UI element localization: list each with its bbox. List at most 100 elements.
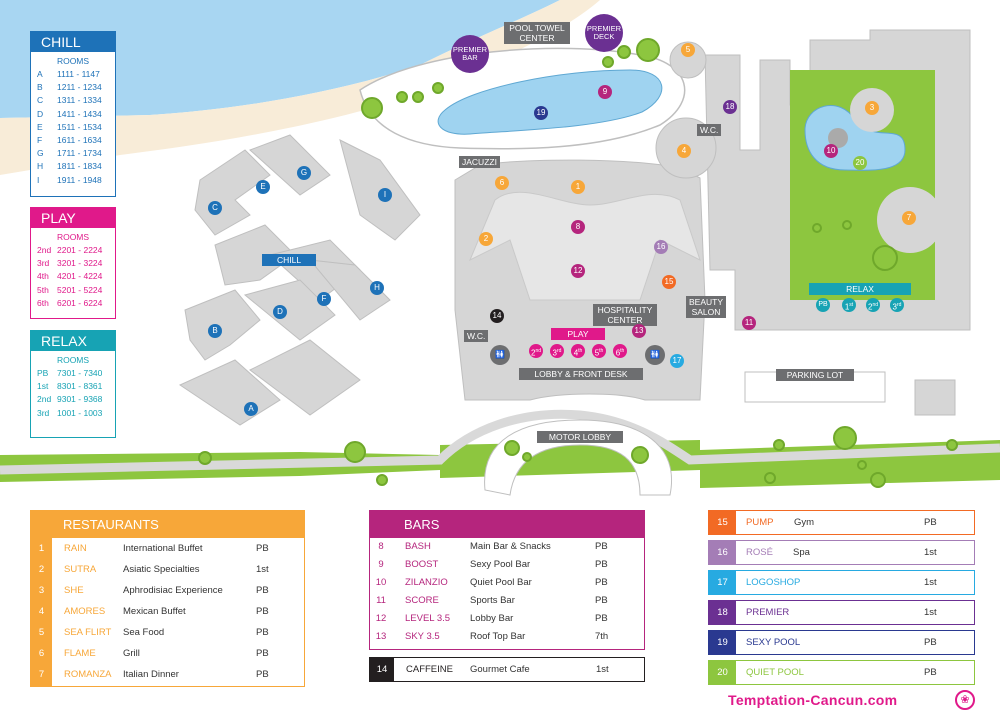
wc-lobby-label: W.C. [464, 330, 489, 342]
bars-title: BARS [370, 511, 644, 538]
restroom-icon: 🚻 [490, 345, 510, 365]
cafe-name: CAFFEINE [406, 664, 453, 675]
bar-9-marker: 9 [598, 85, 612, 99]
amenity-19-marker: 19 [534, 106, 548, 120]
amenity-15-marker: 15 [662, 275, 676, 289]
amenity-row-rose: 16 ROSÉ Spa 1st [708, 540, 975, 565]
cafe-desc: Gourmet Cafe [470, 664, 530, 675]
website-link[interactable]: Temptation-Cancun.com [728, 692, 898, 708]
chill-building-g-marker: G [297, 166, 311, 180]
restaurants-title: RESTAURANTS [31, 511, 304, 538]
amenity-20-marker: 20 [853, 156, 867, 170]
restaurant-2-marker: 2 [479, 232, 493, 246]
cafe-number: 14 [370, 658, 394, 681]
restaurant-1-marker: 1 [571, 180, 585, 194]
parking-lot-label: PARKING LOT [776, 369, 854, 381]
motor-lobby-drive [484, 419, 672, 496]
relax-floor-1-marker: 1st [842, 298, 856, 312]
restroom-icon: 🚻 [645, 345, 665, 365]
cafe-14-marker: 14 [490, 309, 504, 323]
flamingo-logo-icon: ❀ [955, 690, 975, 710]
wc-east-label: W.C. [697, 124, 722, 136]
relax-legend-title: RELAX [31, 331, 115, 351]
cafe-level: 1st [596, 664, 609, 675]
restaurant-6-marker: 6 [495, 176, 509, 190]
play-legend-subtitle: ROOMS [56, 232, 90, 242]
chill-building-d-marker: D [273, 305, 287, 319]
bar-10-marker: 10 [824, 144, 838, 158]
play-floor-6-marker: 6th [613, 344, 627, 358]
restaurant-3-marker: 3 [865, 101, 879, 115]
premier-bar-label: PREMIER BAR [451, 35, 489, 73]
restaurant-4-marker: 4 [677, 144, 691, 158]
amenity-18-marker: 18 [723, 100, 737, 114]
amenity-row-pump: 15 PUMP Gym PB [708, 510, 975, 535]
trees [198, 38, 958, 488]
amenity-16-marker: 16 [654, 240, 668, 254]
chill-building-e-marker: E [256, 180, 270, 194]
chill-map-label: CHILL [262, 254, 316, 266]
restaurant-5-marker: 5 [681, 43, 695, 57]
bar-13-marker: 13 [632, 324, 646, 338]
chill-building-h-marker: H [370, 281, 384, 295]
amenity-row-sexy-pool: 19 SEXY POOL PB [708, 630, 975, 655]
bar-12-marker: 12 [571, 264, 585, 278]
play-floor-2-marker: 2nd [529, 344, 543, 358]
chill-building-i-marker: I [378, 188, 392, 202]
amenity-17-marker: 17 [670, 354, 684, 368]
lobby-front-desk-label: LOBBY & FRONT DESK [519, 368, 643, 380]
hospitality-center-label: HOSPITALITY CENTER [593, 304, 657, 326]
play-floor-5-marker: 5th [592, 344, 606, 358]
cafe-row: 14 CAFFEINE Gourmet Cafe 1st [369, 657, 645, 682]
play-floor-4-marker: 4th [571, 344, 585, 358]
pool-towel-center-label: POOL TOWEL CENTER [504, 22, 570, 44]
motor-lobby-label: MOTOR LOBBY [537, 431, 623, 443]
chill-building-b-marker: B [208, 324, 222, 338]
resort-map [0, 0, 1000, 496]
relax-floor-3-marker: 3rd [890, 298, 904, 312]
amenity-row-premier: 18 PREMIER 1st [708, 600, 975, 625]
chill-legend-subtitle: ROOMS [56, 56, 90, 66]
chill-building-f-marker: F [317, 292, 331, 306]
chill-building-c-marker: C [208, 201, 222, 215]
premier-deck-label: PREMIER DECK [585, 14, 623, 52]
chill-building-a-marker: A [244, 402, 258, 416]
relax-floor-2-marker: 2nd [866, 298, 880, 312]
bar-8-marker: 8 [571, 220, 585, 234]
play-legend-title: PLAY [31, 208, 115, 228]
